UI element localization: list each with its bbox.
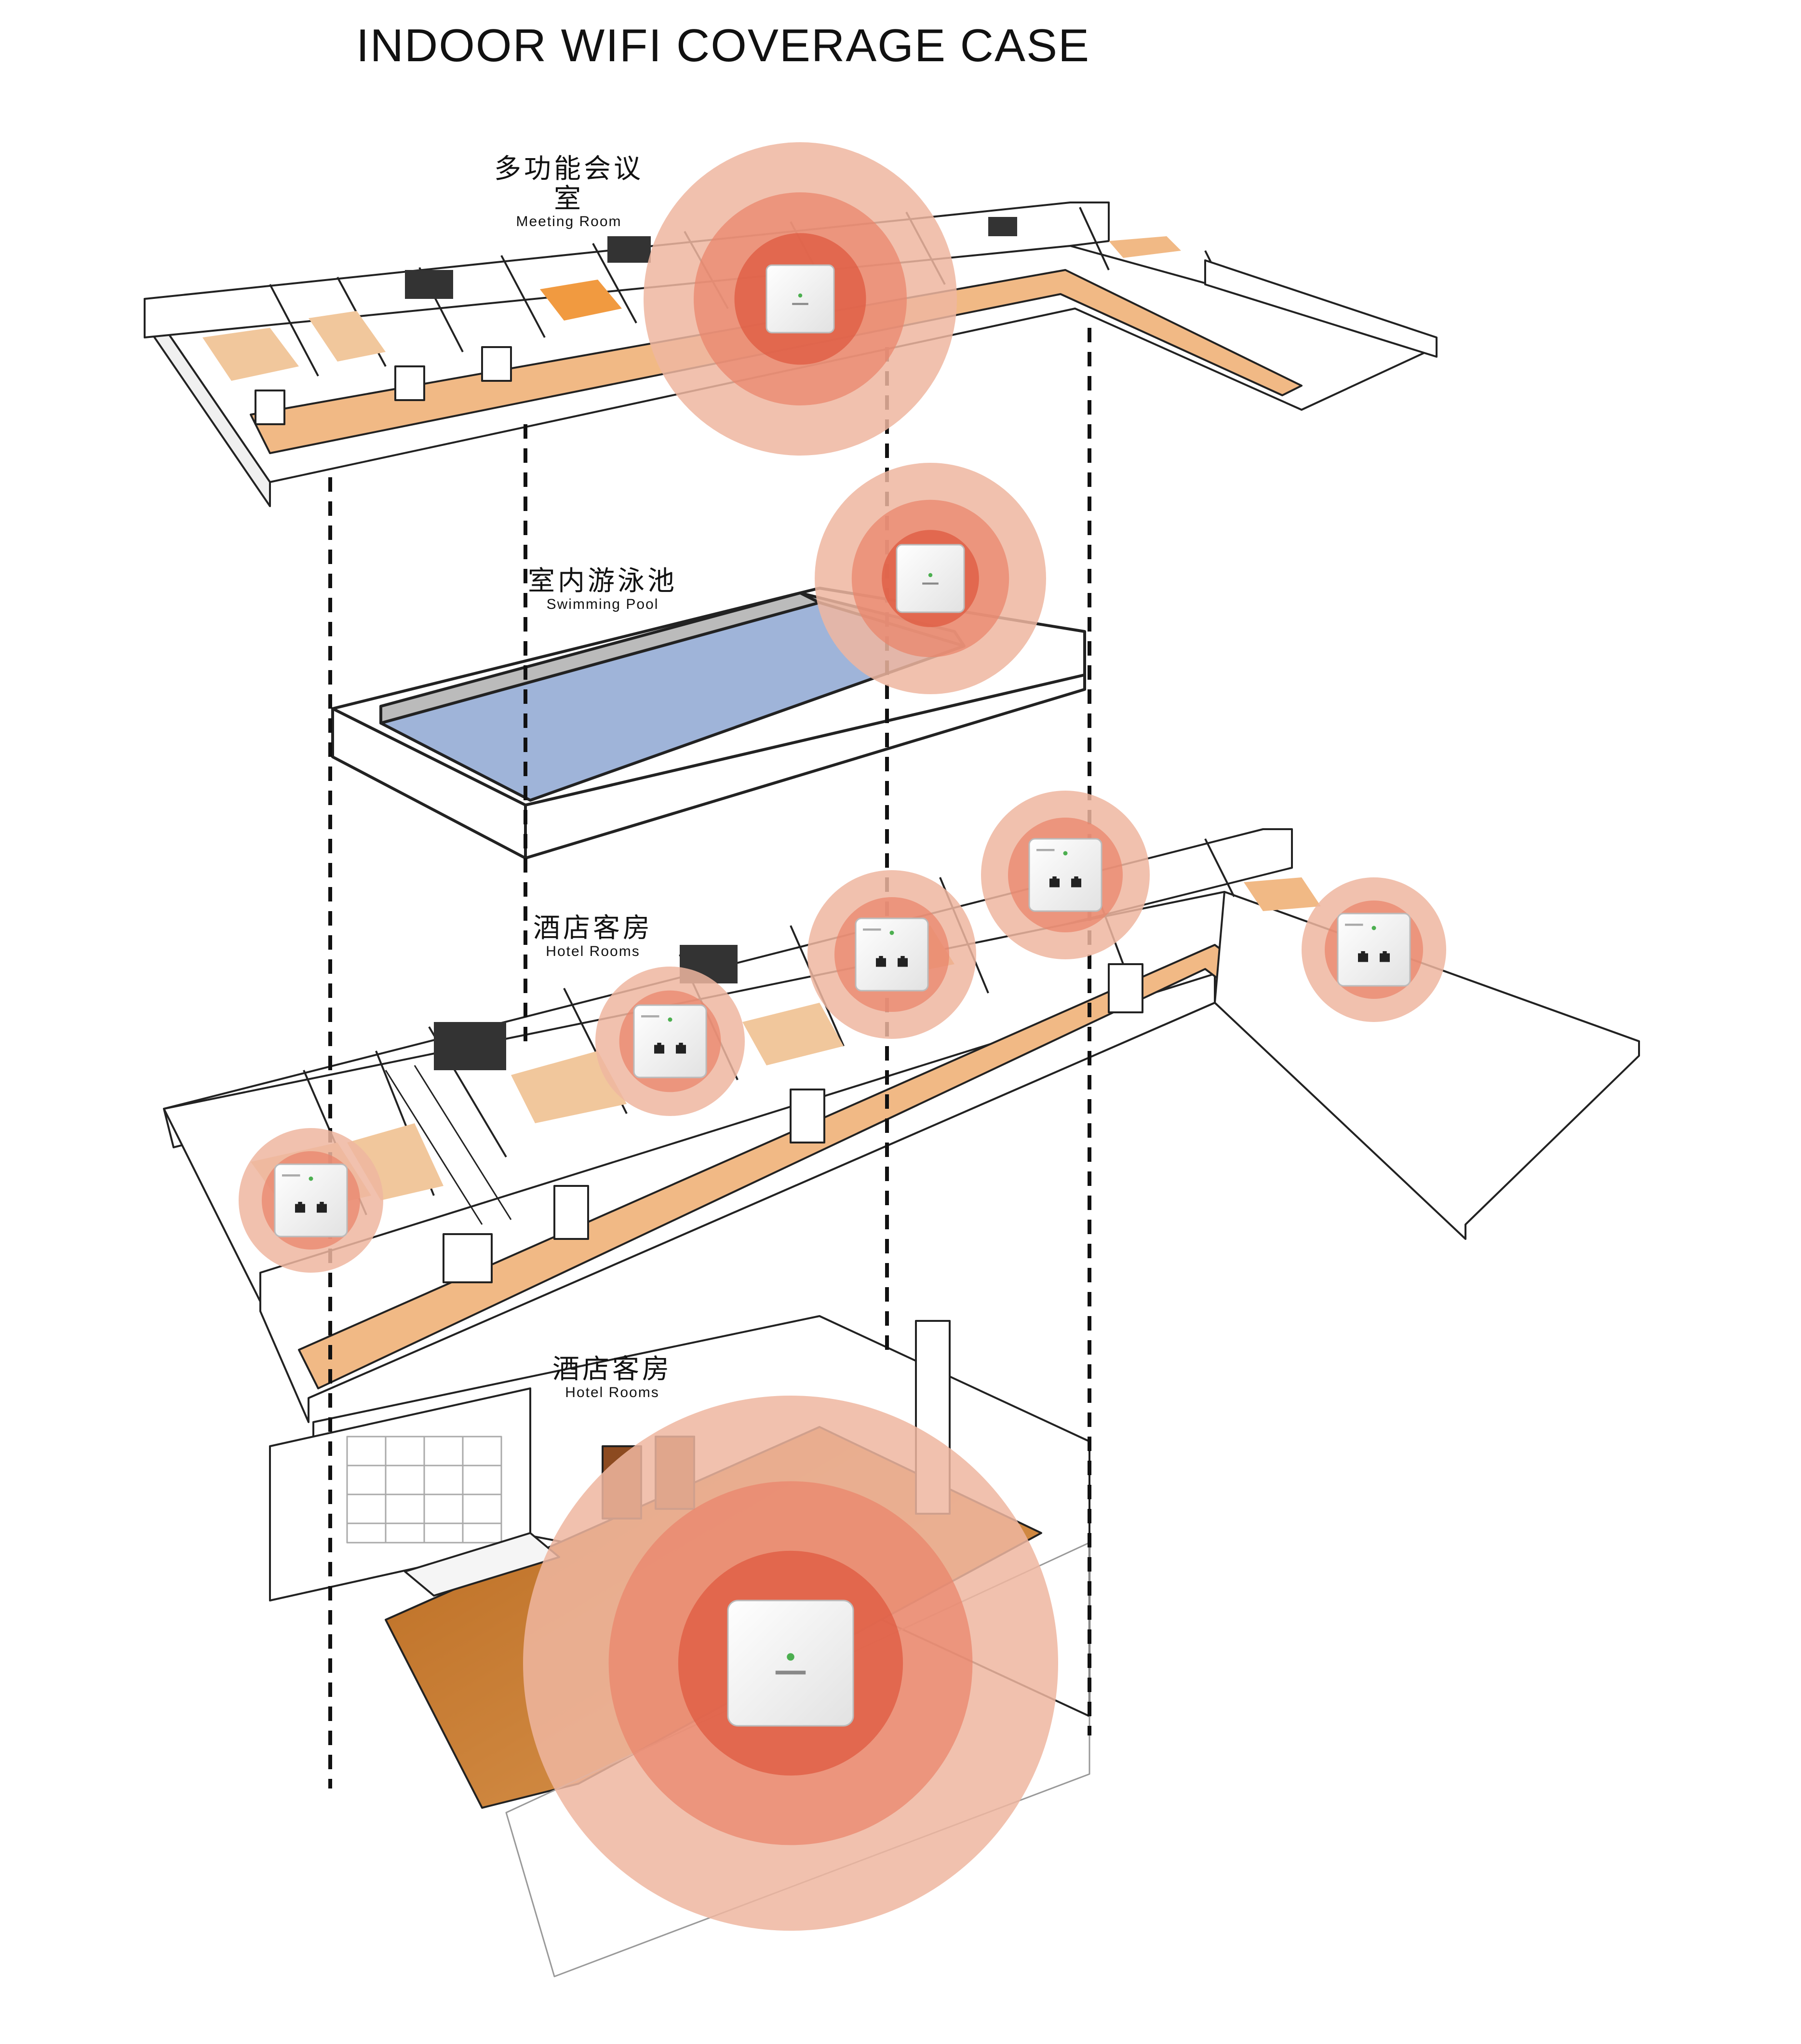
coverage-zone-6 bbox=[981, 791, 1150, 959]
ceiling-access-point-icon bbox=[896, 544, 965, 613]
ethernet-port-icon bbox=[654, 1043, 664, 1054]
wifi-signal-icon bbox=[787, 1653, 794, 1661]
page-title: INDOOR WIFI COVERAGE CASE bbox=[356, 20, 1090, 71]
hotel-door-3 bbox=[790, 1089, 825, 1143]
hotel-shelf-1 bbox=[434, 1022, 506, 1070]
coverage-zone-1 bbox=[644, 142, 957, 456]
ceiling-access-point-icon bbox=[727, 1600, 854, 1727]
wifi-signal-icon bbox=[1063, 851, 1068, 856]
ethernet-port-icon bbox=[1358, 951, 1368, 962]
meeting-wing bbox=[1204, 259, 1438, 358]
lobby-panel-wall bbox=[346, 1436, 502, 1544]
wall-plate-access-point-icon bbox=[855, 917, 929, 992]
coverage-zone-8 bbox=[523, 1396, 1058, 1931]
wifi-signal-icon bbox=[1371, 926, 1376, 930]
meeting-shelf-2 bbox=[607, 236, 651, 263]
coverage-zone-2 bbox=[815, 463, 1046, 694]
hotel-room-floor-4 bbox=[742, 1003, 844, 1065]
zone-label-hotel-rooms-en: Hotel Rooms bbox=[546, 943, 640, 959]
wall-plate-access-point-icon bbox=[633, 1004, 707, 1078]
coverage-zones bbox=[239, 142, 1446, 1931]
hotel-stairs bbox=[385, 1065, 512, 1225]
hotel-room-floor-3 bbox=[511, 1051, 627, 1123]
zone-label-hotel-rooms: 酒店客房 Hotel Rooms bbox=[521, 914, 665, 959]
ceiling-access-point-icon bbox=[766, 264, 835, 334]
coverage-zone-5 bbox=[807, 870, 976, 1039]
meeting-room-floor-1 bbox=[202, 328, 299, 381]
meeting-room-floor-4 bbox=[1109, 236, 1181, 258]
wall-plate-access-point-icon bbox=[1337, 913, 1411, 987]
zone-label-meeting-room: 多功能会议室 Meeting Room bbox=[482, 153, 656, 230]
wifi-signal-icon bbox=[928, 573, 933, 578]
meeting-door-1 bbox=[255, 390, 285, 425]
ethernet-port-icon bbox=[676, 1043, 686, 1054]
wall-plate-access-point-icon bbox=[274, 1163, 348, 1237]
wifi-signal-icon bbox=[798, 293, 803, 298]
zone-label-hotel-rooms-cn: 酒店客房 bbox=[533, 913, 653, 944]
zone-label-lobby-en: Hotel Rooms bbox=[565, 1384, 659, 1400]
meeting-corridor bbox=[250, 269, 1303, 454]
meeting-room-floor-2 bbox=[309, 311, 386, 362]
hotel-door-2 bbox=[553, 1185, 589, 1240]
zone-label-lobby-cn: 酒店客房 bbox=[552, 1354, 672, 1385]
zone-label-swimming-pool-cn: 室内游泳池 bbox=[528, 565, 677, 597]
ethernet-port-icon bbox=[295, 1202, 305, 1213]
zone-label-meeting-room-cn: 多功能会议室 bbox=[494, 153, 644, 215]
meeting-door-2 bbox=[394, 365, 425, 401]
ethernet-port-icon bbox=[317, 1202, 327, 1213]
wifi-signal-icon bbox=[309, 1176, 313, 1181]
meeting-shelf-3 bbox=[988, 217, 1017, 236]
ethernet-port-icon bbox=[1380, 951, 1390, 962]
wall-plate-access-point-icon bbox=[1028, 838, 1102, 912]
hotel-door-1 bbox=[443, 1233, 493, 1283]
wifi-signal-icon bbox=[889, 930, 894, 935]
hotel-door-4 bbox=[1108, 963, 1143, 1013]
meeting-shelf-1 bbox=[405, 270, 453, 299]
ethernet-port-icon bbox=[1049, 876, 1060, 888]
zone-label-swimming-pool-en: Swimming Pool bbox=[546, 596, 659, 612]
coverage-zone-3 bbox=[595, 967, 745, 1116]
meeting-room-floor-3 bbox=[540, 280, 622, 321]
wifi-signal-icon bbox=[668, 1017, 672, 1022]
zone-label-lobby: 酒店客房 Hotel Rooms bbox=[540, 1355, 685, 1400]
coverage-zone-7 bbox=[1302, 877, 1446, 1022]
ethernet-port-icon bbox=[898, 956, 908, 967]
ethernet-port-icon bbox=[1071, 876, 1081, 888]
zone-label-swimming-pool: 室内游泳池 Swimming Pool bbox=[521, 566, 685, 612]
coverage-zone-4 bbox=[239, 1128, 383, 1273]
zone-label-meeting-room-en: Meeting Room bbox=[516, 214, 622, 230]
meeting-door-3 bbox=[481, 346, 512, 382]
hotel-room-floor-6 bbox=[1244, 877, 1321, 911]
ethernet-port-icon bbox=[876, 956, 886, 967]
